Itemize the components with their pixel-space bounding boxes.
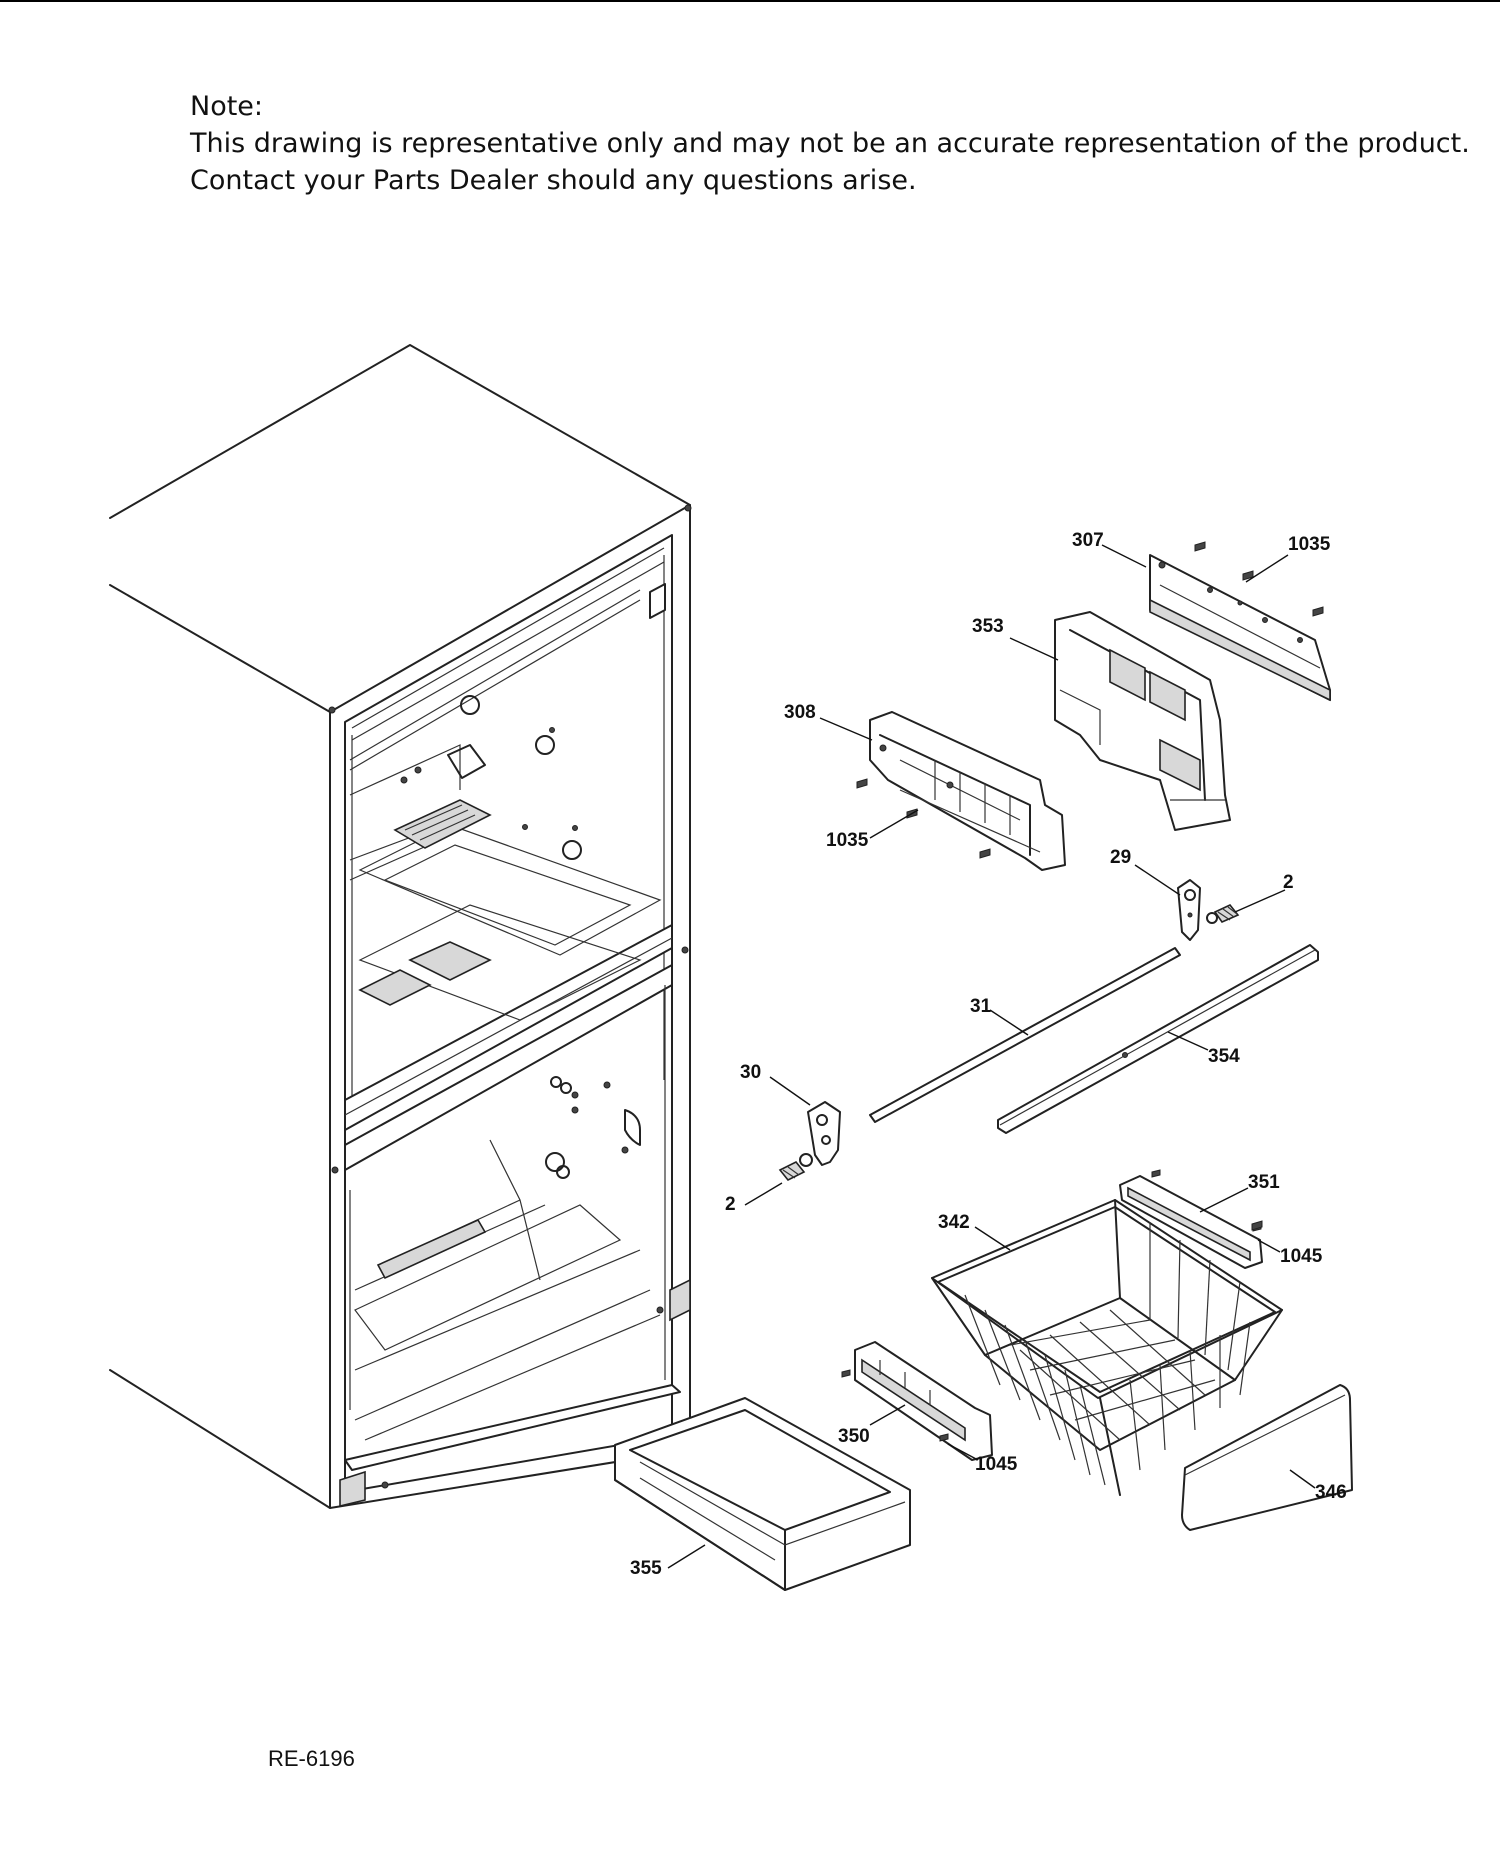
part-1045-screw-right xyxy=(1251,1220,1263,1231)
label-307: 307 xyxy=(1072,530,1104,551)
label-308: 308 xyxy=(784,702,816,723)
refrigerator-cabinet xyxy=(109,344,692,1509)
note-line-1: This drawing is representative only and … xyxy=(190,128,1470,159)
label-1045-left: 1045 xyxy=(975,1454,1018,1475)
part-355-freezer-pan xyxy=(614,1397,911,1591)
label-1035-mid: 1035 xyxy=(826,830,869,851)
label-1045-right: 1045 xyxy=(1280,1246,1323,1267)
leader-lines xyxy=(667,544,1316,1569)
label-2-left: 2 xyxy=(725,1194,736,1215)
label-350: 350 xyxy=(838,1426,870,1447)
note-heading: Note: xyxy=(190,91,264,122)
label-29: 29 xyxy=(1110,847,1131,868)
label-351: 351 xyxy=(1248,1172,1280,1193)
part-351-right-slide xyxy=(1119,1169,1263,1269)
label-355: 355 xyxy=(630,1558,662,1579)
part-307-upper-rail xyxy=(1149,554,1331,702)
note-line-2: Contact your Parts Dealer should any que… xyxy=(190,165,917,196)
label-354: 354 xyxy=(1208,1046,1240,1067)
part-342-wire-basket xyxy=(931,1199,1283,1496)
label-1035-top: 1035 xyxy=(1288,534,1331,555)
part-1045-screws-left xyxy=(841,1369,949,1442)
label-342: 342 xyxy=(938,1212,970,1233)
label-2-right: 2 xyxy=(1283,872,1294,893)
part-2-left-pivot xyxy=(778,1153,813,1182)
part-30-left-hinge xyxy=(807,1101,841,1166)
label-30: 30 xyxy=(740,1062,761,1083)
label-31: 31 xyxy=(970,996,992,1017)
part-350-left-slide xyxy=(854,1341,993,1461)
part-353-center-housing xyxy=(1054,611,1231,831)
label-346: 346 xyxy=(1315,1482,1347,1503)
part-2-right-pivot xyxy=(1206,904,1240,924)
part-29-right-hinge xyxy=(1177,879,1201,941)
disclaimer-note: Note: This drawing is representative onl… xyxy=(190,88,1470,199)
top-border-rule xyxy=(0,0,1500,2)
part-1035-screws-top xyxy=(1194,541,1324,617)
drawing-number: RE-6196 xyxy=(268,1746,355,1771)
part-31-rod xyxy=(869,947,1181,1123)
label-353: 353 xyxy=(972,616,1004,637)
part-354-rail xyxy=(997,944,1319,1134)
part-labels: 307 1035 353 308 1035 29 2 31 354 30 2 3… xyxy=(630,530,1347,1579)
part-308-left-bracket xyxy=(869,711,1066,871)
part-346-front-cover xyxy=(1181,1384,1353,1531)
